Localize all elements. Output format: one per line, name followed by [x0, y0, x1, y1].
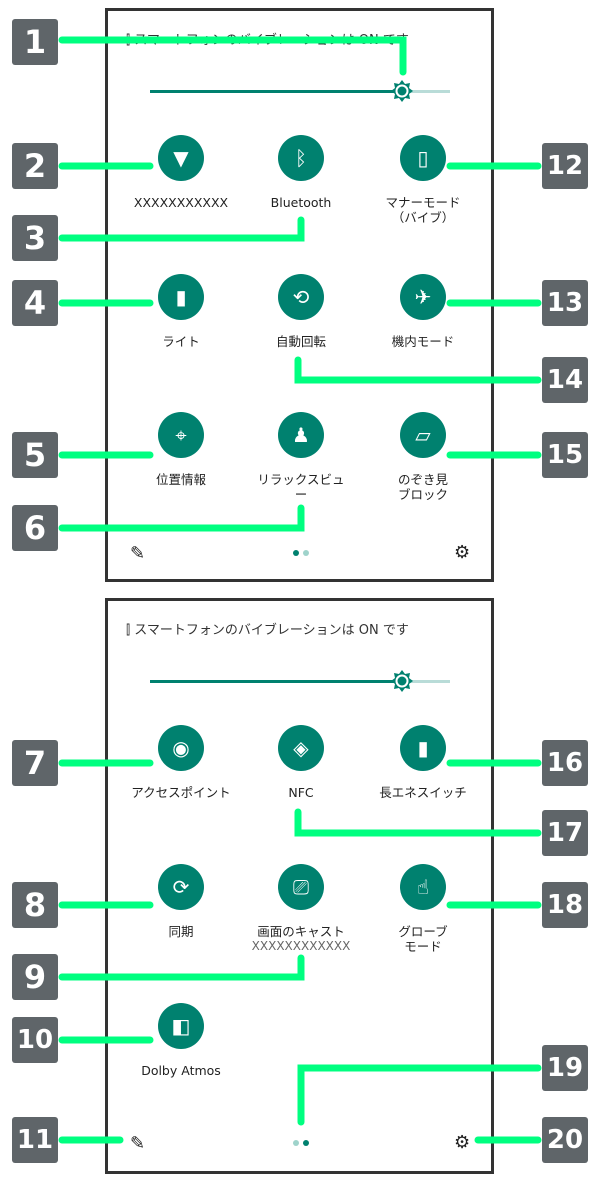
tile-privacy[interactable]: ▱ のぞき見ブロック: [363, 412, 483, 502]
tile-sublabel: XXXXXXXXXXXX: [251, 939, 351, 953]
callout-badge-8: 8: [12, 882, 58, 928]
tile-wifi[interactable]: ▼ XXXXXXXXXXX: [121, 135, 241, 210]
callout-badge-5: 5: [12, 432, 58, 478]
bluetooth-icon[interactable]: ᛒ: [278, 135, 324, 181]
tile-label: 長エネスイッチ: [379, 785, 467, 800]
callout-badge-12: 12: [542, 143, 588, 189]
tile-label: 同期: [168, 924, 194, 939]
callout-badge-20: 20: [542, 1117, 588, 1163]
tile-label: XXXXXXXXXXX: [133, 195, 229, 210]
brightness-icon[interactable]: [391, 670, 413, 692]
tile-label: 位置情報: [155, 472, 206, 487]
tile-label-line2: ブロック: [397, 487, 448, 502]
tile-flashlight[interactable]: ▮ ライト: [121, 274, 241, 349]
vibration-status: ⫿ スマートフォンのバイブレーションは ON です: [126, 623, 409, 638]
tile-bluetooth[interactable]: ᛒ Bluetooth: [241, 135, 361, 210]
callout-badge-16: 16: [542, 740, 588, 786]
callout-badge-6: 6: [12, 505, 58, 551]
tile-dolby[interactable]: ◧ Dolby Atmos: [121, 1003, 241, 1078]
tile-label: 自動回転: [275, 334, 326, 349]
tile-label: リラックスビュ: [257, 472, 345, 487]
flashlight-icon[interactable]: ▮: [158, 274, 204, 320]
tile-label: Dolby Atmos: [141, 1063, 221, 1078]
tile-label: ライト: [162, 334, 200, 349]
quick-settings-page-2: ⫿ スマートフォンのバイブレーションは ON です ◉ アクセスポイント◈ NF…: [105, 598, 494, 1174]
sync-icon[interactable]: ⟳: [158, 864, 204, 910]
tile-label: マナーモード: [385, 195, 461, 210]
tile-label: 画面のキャスト: [257, 924, 345, 939]
tile-battery[interactable]: ▮ 長エネスイッチ: [363, 725, 483, 800]
brightness-slider[interactable]: [150, 80, 450, 102]
airplane-icon[interactable]: ✈: [400, 274, 446, 320]
callout-badge-3: 3: [12, 215, 58, 261]
page-indicator[interactable]: [293, 1140, 309, 1146]
tile-label: グローブ: [398, 924, 448, 939]
tile-lamp[interactable]: ♟ リラックスビュー: [241, 412, 361, 502]
wifi-icon[interactable]: ▼: [158, 135, 204, 181]
page-indicator[interactable]: [293, 550, 309, 556]
settings-gear-icon[interactable]: ⚙: [454, 1132, 471, 1153]
tile-label: Bluetooth: [270, 195, 332, 210]
callout-badge-15: 15: [542, 432, 588, 478]
callout-badge-14: 14: [542, 357, 588, 403]
callout-badge-9: 9: [12, 954, 58, 1000]
cast-icon[interactable]: ⎚: [278, 864, 324, 910]
callout-badge-10: 10: [12, 1017, 58, 1063]
tile-nfc[interactable]: ◈ NFC: [241, 725, 361, 800]
edit-pencil-icon[interactable]: ✎: [130, 543, 146, 564]
tile-airplane[interactable]: ✈ 機内モード: [363, 274, 483, 349]
brightness-slider[interactable]: [150, 670, 450, 692]
tile-label-line2: （バイブ）: [391, 210, 455, 225]
callout-badge-19: 19: [542, 1045, 588, 1091]
tile-location[interactable]: ⌖ 位置情報: [121, 412, 241, 487]
callout-badge-13: 13: [542, 280, 588, 326]
callout-badge-1: 1: [12, 19, 58, 65]
battery-icon[interactable]: ▮: [400, 725, 446, 771]
location-icon[interactable]: ⌖: [158, 412, 204, 458]
callout-badge-17: 17: [542, 810, 588, 856]
glove-icon[interactable]: ☝: [400, 864, 446, 910]
hotspot-icon[interactable]: ◉: [158, 725, 204, 771]
tile-glove[interactable]: ☝ グローブモード: [363, 864, 483, 954]
nfc-icon[interactable]: ◈: [278, 725, 324, 771]
brightness-icon[interactable]: [391, 80, 413, 102]
tile-sync[interactable]: ⟳ 同期: [121, 864, 241, 939]
edit-pencil-icon[interactable]: ✎: [130, 1133, 146, 1154]
lamp-icon[interactable]: ♟: [278, 412, 324, 458]
settings-gear-icon[interactable]: ⚙: [454, 542, 471, 563]
tile-label-line2: モード: [404, 939, 442, 954]
auto-rotate-icon[interactable]: ⟲: [278, 274, 324, 320]
tile-auto-rotate[interactable]: ⟲ 自動回転: [241, 274, 361, 349]
privacy-icon[interactable]: ▱: [400, 412, 446, 458]
callout-badge-18: 18: [542, 882, 588, 928]
tile-label-line2: ー: [294, 487, 308, 502]
callout-badge-11: 11: [12, 1117, 58, 1163]
tile-vibrate[interactable]: ▯ マナーモード（バイブ）: [363, 135, 483, 225]
dolby-icon[interactable]: ◧: [158, 1003, 204, 1049]
vibrate-icon: ⫿: [126, 623, 135, 638]
tile-label: アクセスポイント: [131, 785, 231, 800]
tile-label: 機内モード: [391, 334, 455, 349]
tile-hotspot[interactable]: ◉ アクセスポイント: [121, 725, 241, 800]
vibration-status: ⫿ スマートフォンのバイブレーションは ON です: [126, 33, 409, 48]
tile-label: NFC: [288, 785, 314, 800]
callout-badge-2: 2: [12, 143, 58, 189]
tile-label: のぞき見: [397, 472, 448, 487]
callout-badge-4: 4: [12, 280, 58, 326]
callout-badge-7: 7: [12, 740, 58, 786]
vibrate-icon[interactable]: ▯: [400, 135, 446, 181]
